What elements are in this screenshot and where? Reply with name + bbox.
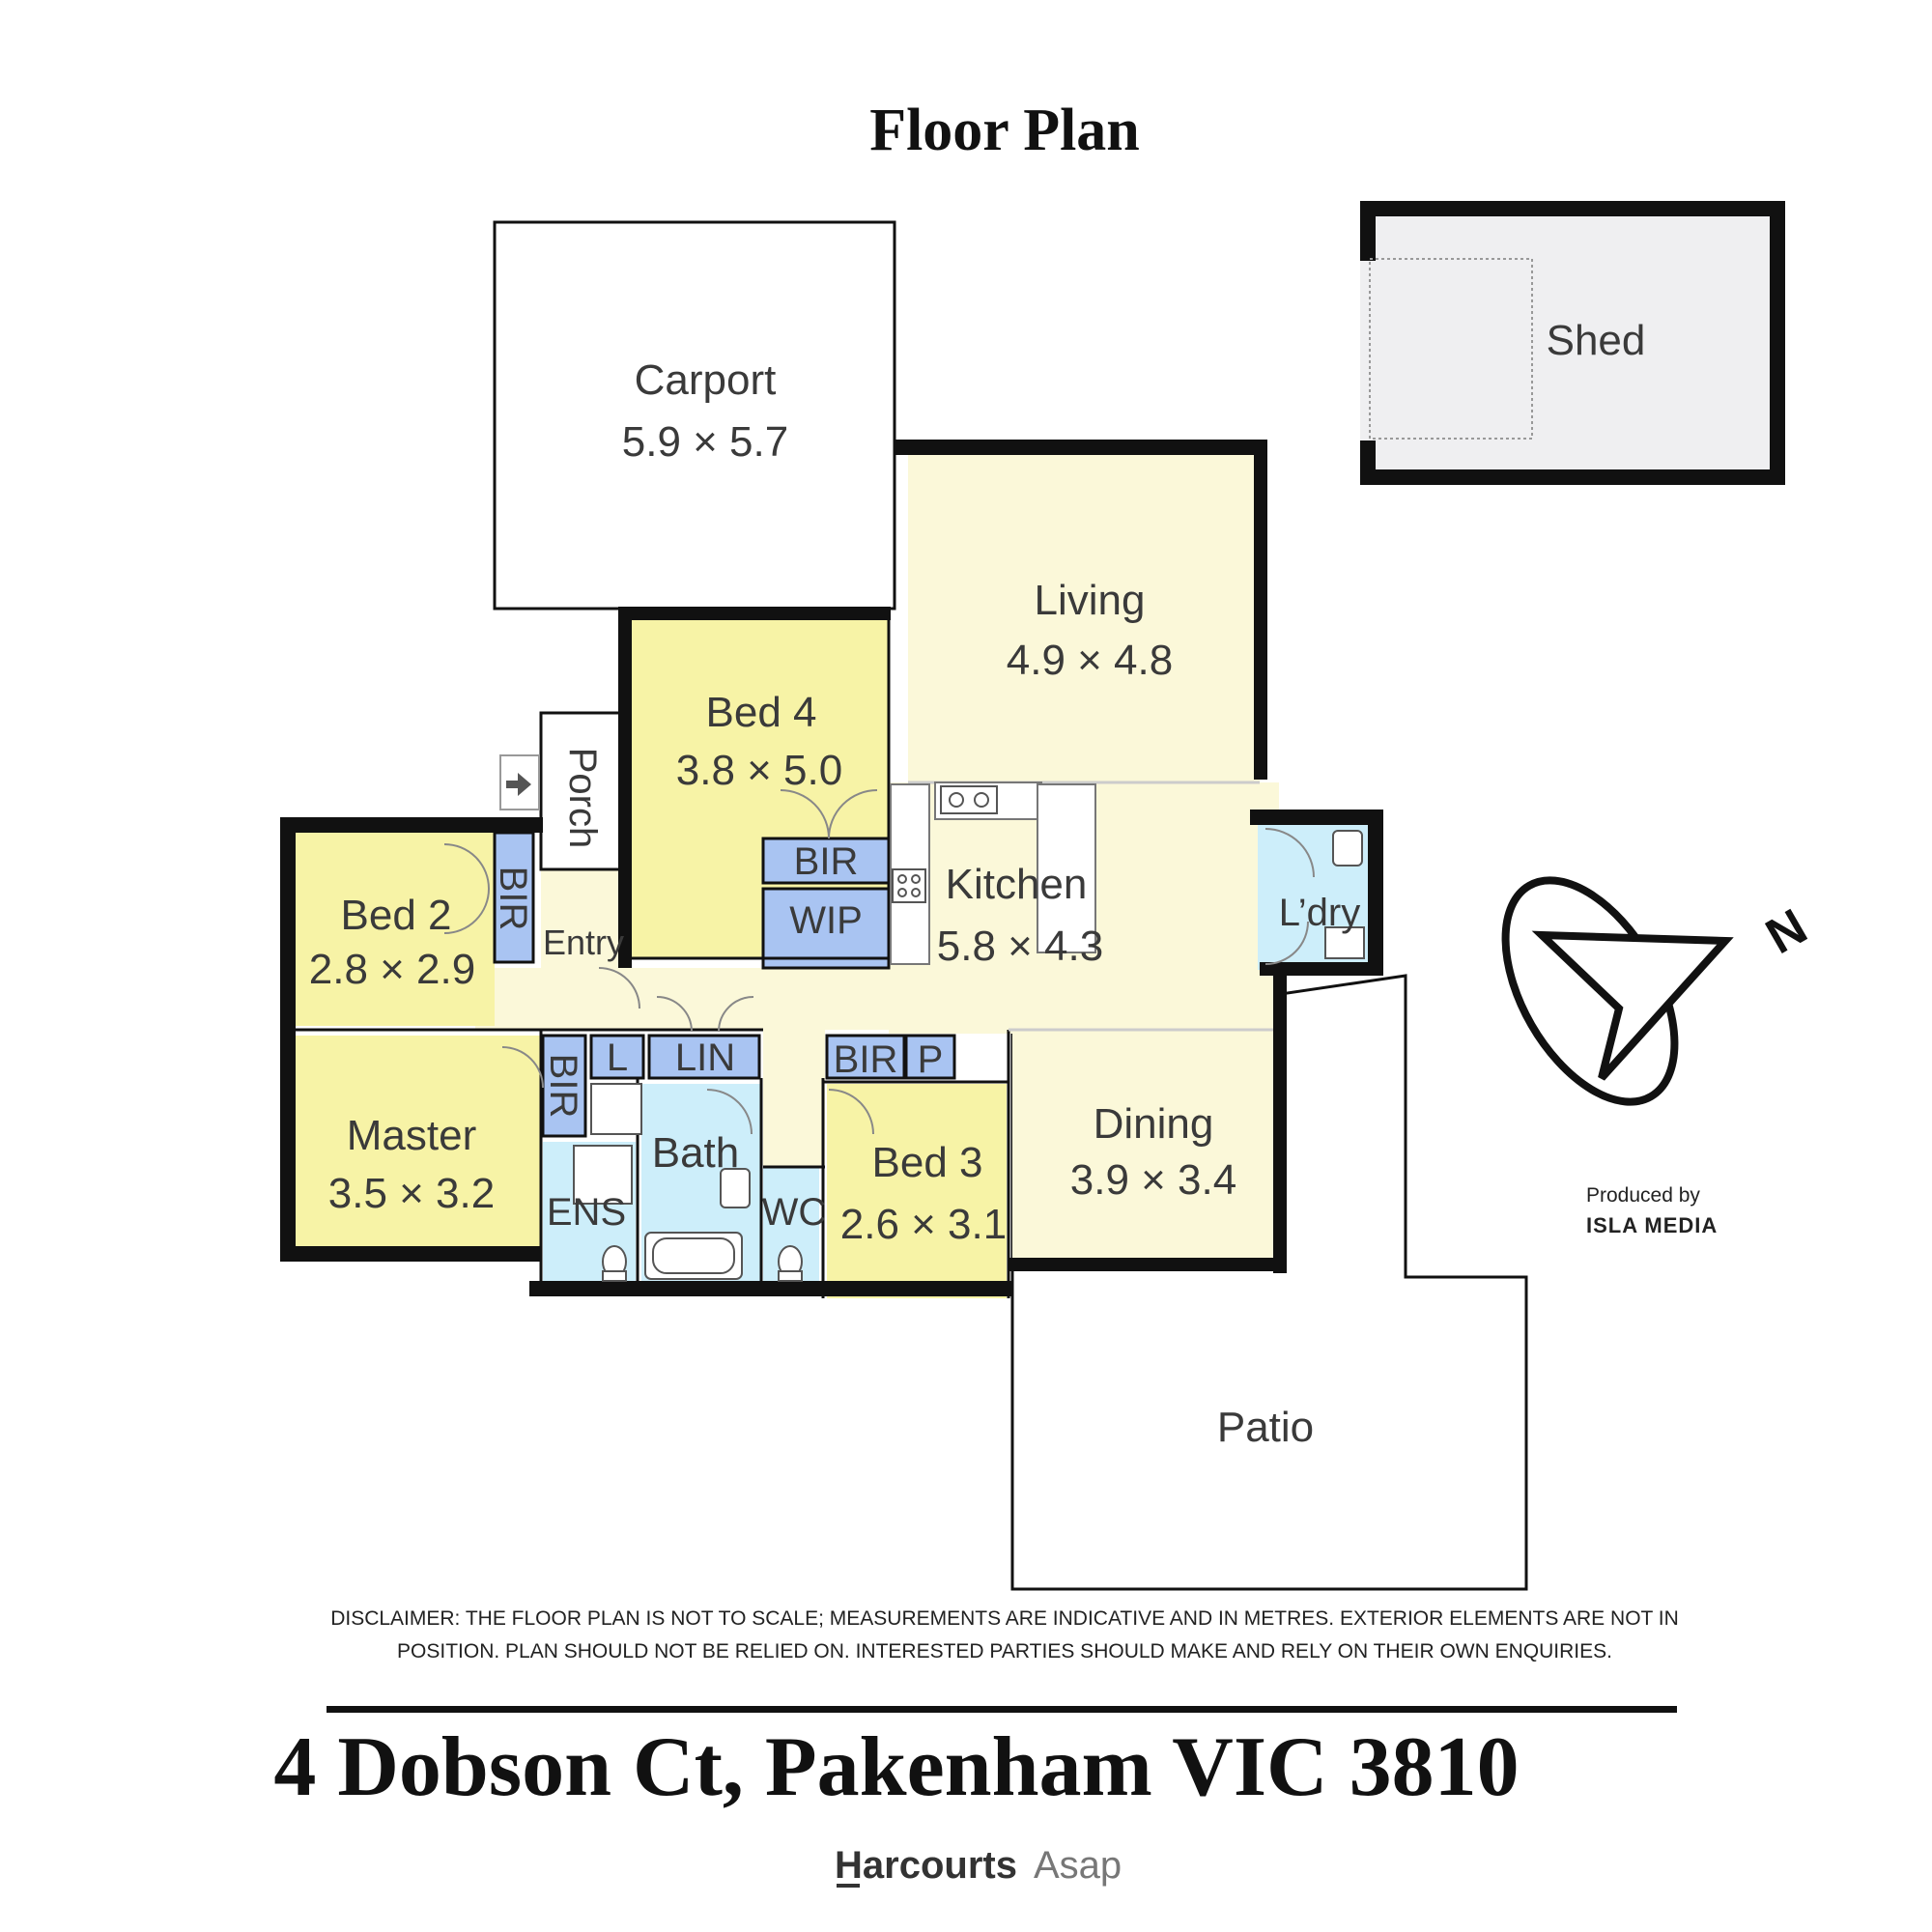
agency-logo: Harcourts Asap [835,1844,1122,1888]
agency-underline [837,1884,860,1888]
carport: Carport 5.9 × 5.7 [493,220,896,611]
plan-title: Floor Plan [869,98,1140,163]
bed2-dims: 2.8 × 2.9 [309,946,475,993]
compass-icon [1501,876,1734,1106]
living-room [908,452,1260,782]
basin-icon [720,830,1365,1208]
sink-icon [940,785,998,814]
bed3-dims: 2.6 × 3.1 [840,1201,1007,1248]
dining-label: Dining [1094,1100,1214,1148]
linen-l [589,1034,645,1080]
hall-wc-corridor [763,1030,825,1167]
bed3-room [827,1084,1007,1298]
pantry-label: P [918,1038,944,1081]
master-label: Master [347,1112,476,1159]
exterior-walls [280,440,1383,1296]
bathtub-icon [644,1232,743,1280]
bir-master [541,1034,587,1138]
carport-label: Carport [635,356,777,404]
bir-bed4 [761,837,891,885]
pantry [904,1034,956,1080]
bed4-dims: 3.8 × 5.0 [676,747,842,794]
shed: Shed [1360,201,1785,485]
bed4-label: Bed 4 [706,689,817,736]
address: 4 Dobson Ct, Pakenham VIC 3810 [273,1720,1519,1814]
wc-label: WC [762,1191,827,1234]
entry-area [541,869,630,970]
bir-master-label: BIR [542,1054,584,1119]
patio-label: Patio [1217,1404,1314,1451]
bed2-label: Bed 2 [341,892,452,939]
linen-l-label: L [607,1037,628,1079]
entry-arrow-icon [499,754,540,810]
compass-north-label: N [1757,898,1817,965]
dining-dims: 3.9 × 3.4 [1070,1156,1236,1204]
bath-label: Bath [652,1129,740,1177]
laundry-label: L’dry [1279,892,1361,934]
bir-bed3-label: BIR [834,1038,898,1081]
agency-suffix: Asap [1034,1844,1122,1887]
shed-label: Shed [1547,317,1646,364]
entry-label: Entry [543,923,624,962]
cooktop-icon [892,868,926,903]
kitchen-dims: 5.8 × 4.3 [937,923,1103,970]
porch-label: Porch [561,748,604,849]
shower-icon [573,1083,642,1205]
master-room [294,1036,541,1248]
master-dims: 3.5 × 3.2 [328,1170,495,1217]
bir-bed4-label: BIR [794,840,859,883]
bir-bed3 [825,1034,906,1080]
disclaimer-line-2: POSITION. PLAN SHOULD NOT BE RELIED ON. … [397,1640,1612,1662]
bed3-label: Bed 3 [872,1139,983,1186]
door-swings [443,789,1315,1135]
producer-name: ISLA MEDIA [1586,1213,1718,1237]
dining-area [1012,1034,1281,1267]
bir-bed2 [493,831,535,964]
linen-label: LIN [675,1037,735,1079]
disclaimer-line-1: DISCLAIMER: THE FLOOR PLAN IS NOT TO SCA… [330,1607,1679,1630]
ens-label: ENS [547,1191,626,1234]
living-label: Living [1035,577,1146,624]
linen [647,1034,761,1080]
toilet-icon [602,1245,803,1282]
agency-name: Harcourts [835,1844,1017,1887]
bir-bed2-label: BIR [492,867,534,931]
hallway [475,968,891,1030]
wip-label: WIP [789,899,863,942]
divider [327,1706,1677,1713]
carport-dims: 5.9 × 5.7 [622,418,788,466]
porch-area [539,711,632,871]
kitchen-label: Kitchen [946,861,1088,908]
producer-label: Produced by [1586,1184,1700,1207]
living-dims: 4.9 × 4.8 [1007,637,1173,684]
